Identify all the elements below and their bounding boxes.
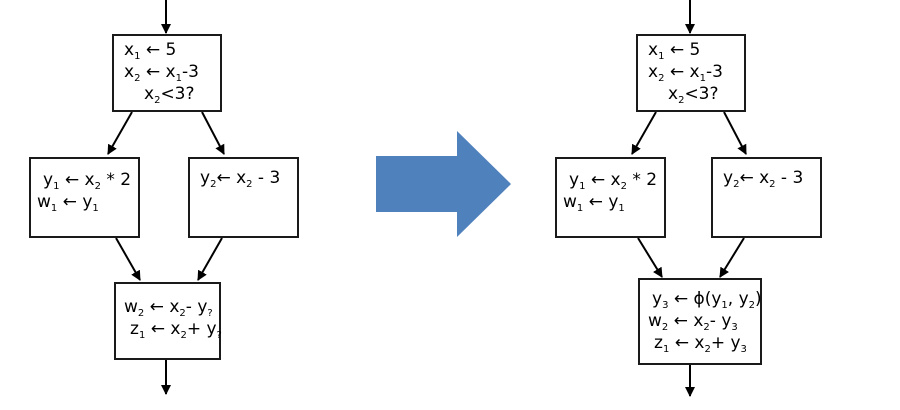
left-then-block: y1 ← x2 * 2 w1 ← y1	[29, 157, 140, 238]
left-then-stmt-1: y1 ← x2 * 2	[43, 170, 132, 192]
left-entry-stmt-1: x1 ← 5	[124, 40, 177, 62]
right-then-stmt-1: y1 ← x2 * 2	[569, 170, 658, 192]
right-join-phi-stmt: y3 ← ϕ(y1, y2)	[652, 289, 762, 311]
right-then-stmt-2: w1 ← y1	[563, 192, 625, 214]
left-entry-block: x1 ← 5 x2 ← x1-3 x2<3?	[112, 34, 222, 112]
right-then-to-join-edge	[637, 237, 663, 278]
right-true-edge	[631, 111, 657, 155]
left-else-stmt-1: y2← x2 - 3	[200, 168, 281, 190]
right-join-stmt-3: z1 ← x2+ y3	[654, 333, 747, 355]
right-entry-condition: x2<3?	[668, 84, 719, 106]
left-false-edge	[201, 111, 225, 155]
left-join-stmt-2: z1 ← x2+ y?	[130, 319, 222, 341]
right-then-block: y1 ← x2 * 2 w1 ← y1	[555, 157, 666, 238]
left-else-to-join-edge	[197, 237, 223, 281]
right-entry-block: x1 ← 5 x2 ← x1-3 x2<3?	[636, 34, 746, 112]
left-then-to-join-edge	[115, 237, 141, 281]
right-false-edge	[723, 111, 747, 155]
left-join-stmt-1: w2 ← x2- y?	[124, 297, 213, 319]
right-else-stmt-1: y2← x2 - 3	[723, 168, 804, 190]
right-else-block: y2← x2 - 3	[711, 157, 822, 238]
left-else-block: y2← x2 - 3	[188, 157, 299, 238]
left-join-block: w2 ← x2- y? z1 ← x2+ y?	[114, 282, 222, 360]
right-arrow-icon	[376, 131, 511, 237]
right-else-to-join-edge	[719, 237, 745, 278]
left-true-edge	[107, 111, 133, 155]
right-entry-stmt-2: x2 ← x1-3	[648, 62, 723, 84]
left-entry-condition: x2<3?	[144, 84, 195, 106]
right-entry-stmt-1: x1 ← 5	[648, 40, 701, 62]
right-join-block: y3 ← ϕ(y1, y2) w2 ← x2- y3 z1 ← x2+ y3	[638, 278, 762, 365]
left-then-stmt-2: w1 ← y1	[37, 192, 99, 214]
left-entry-stmt-2: x2 ← x1-3	[124, 62, 199, 84]
right-join-stmt-2: w2 ← x2- y3	[648, 311, 738, 333]
